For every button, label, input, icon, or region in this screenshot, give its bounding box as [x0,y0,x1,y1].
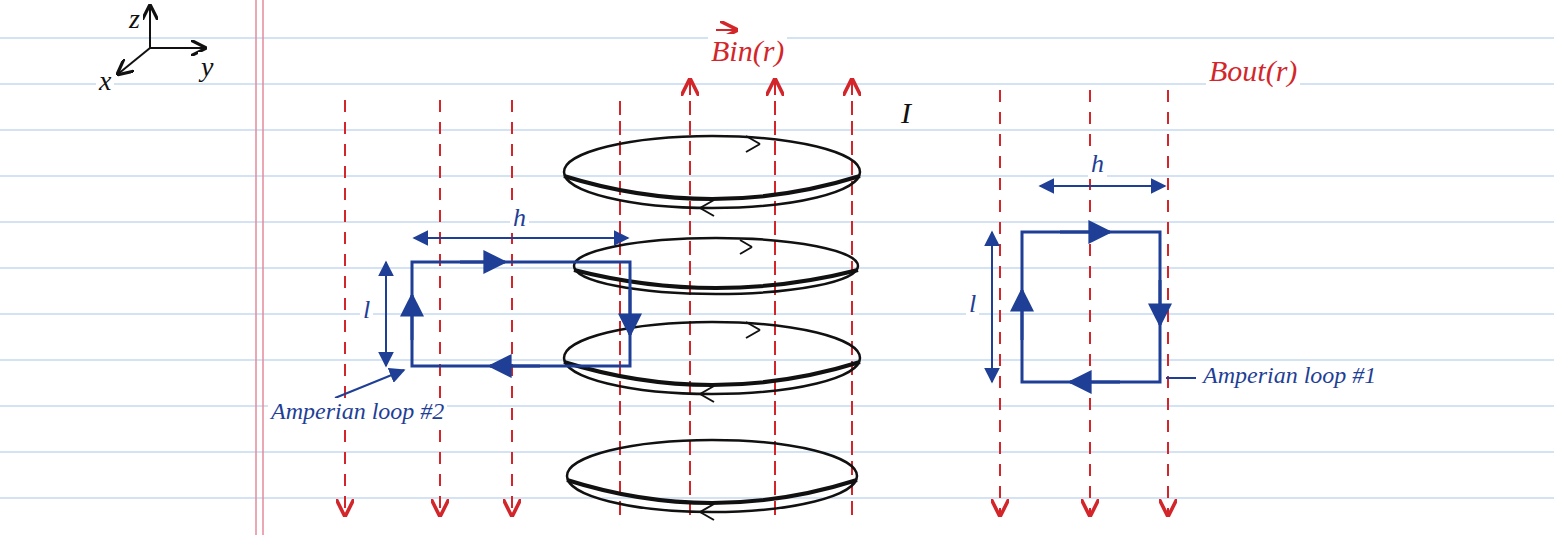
loop-label: Amperian loop #1 [1200,362,1379,388]
field-inside [620,80,852,515]
dimension-label: h [1088,150,1107,179]
axis-label: y [198,52,216,83]
dimension-label: h [510,204,529,233]
current-label: I [898,96,914,129]
leader-lines [335,370,1196,398]
axis-label: z [126,4,143,35]
margin-lines [256,0,263,535]
solenoid-coils [564,136,860,520]
field-label: Bin(r) [708,34,787,67]
field-label: Bout(r) [1206,54,1300,87]
dimension-label: l [360,296,373,325]
notebook-rules [0,38,1554,498]
loop-label: Amperian loop #2 [268,398,447,424]
b-vector-arrow [716,29,736,31]
field-outside [345,90,1168,515]
amperian-loop-1 [1022,232,1160,382]
dimension-label: l [966,290,979,319]
dimension-lines [386,186,1165,382]
axis-label: x [96,66,114,97]
amperian-loop-2 [412,262,630,366]
